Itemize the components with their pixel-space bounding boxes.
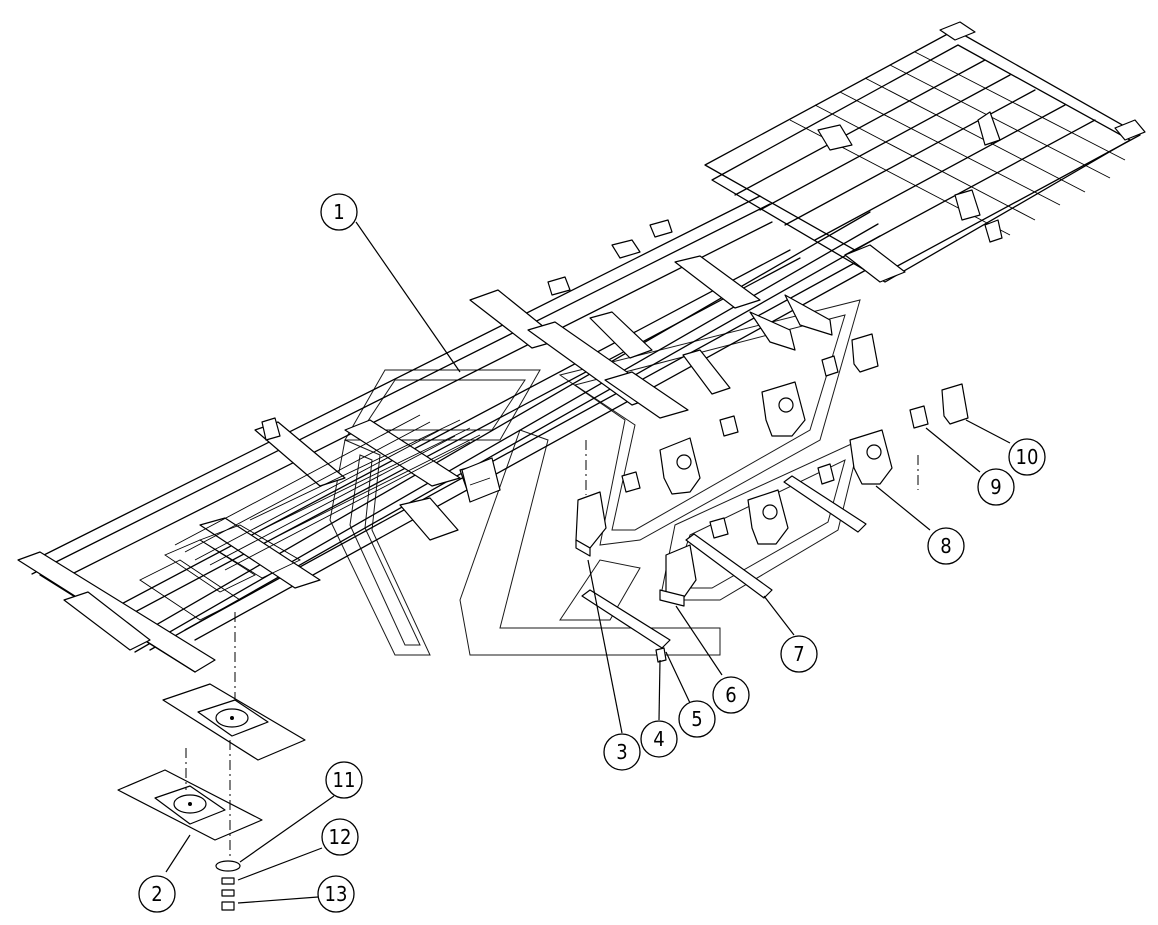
callout-3-label: 3 (616, 740, 627, 764)
callout-12-label: 12 (329, 825, 352, 849)
callout-4: 4 (640, 720, 678, 758)
callout-5: 5 (678, 700, 716, 738)
callout-4-label: 4 (653, 727, 664, 751)
callout-10-label: 10 (1016, 445, 1039, 469)
callout-2: 2 (138, 875, 176, 913)
hanger-lower (747, 489, 789, 545)
leader-7 (763, 595, 795, 636)
leader-10 (965, 419, 1011, 444)
callout-13: 13 (317, 875, 355, 913)
watermark-logo (329, 299, 861, 656)
leader-1 (355, 221, 461, 373)
callout-6: 6 (712, 676, 750, 714)
leader-8 (875, 485, 931, 531)
suspension-parts (575, 333, 969, 663)
callout-1: 1 (320, 193, 358, 231)
callout-3: 3 (603, 733, 641, 771)
alignment-lines (185, 440, 919, 860)
callout-9: 9 (977, 468, 1015, 506)
fastener-stack (215, 860, 241, 911)
leader-12 (237, 847, 323, 881)
leader-lines (165, 221, 1011, 904)
leader-9 (925, 427, 981, 473)
callout-7-label: 7 (793, 642, 804, 666)
callout-9-label: 9 (990, 475, 1001, 499)
callout-10: 10 (1008, 438, 1046, 476)
leader-11 (239, 795, 335, 863)
leader-13 (237, 896, 319, 904)
leader-4 (658, 659, 661, 721)
callout-8: 8 (927, 527, 965, 565)
hanger-right (849, 429, 893, 485)
leader-6 (675, 605, 723, 676)
hanger-left (659, 437, 701, 495)
callout-12: 12 (321, 818, 359, 856)
callout-13-label: 13 (325, 882, 348, 906)
callout-7: 7 (780, 635, 818, 673)
callout-5-label: 5 (691, 707, 702, 731)
hanger-mid (761, 381, 806, 437)
base-plates (117, 683, 306, 841)
leader-3 (587, 559, 623, 734)
leader-5 (665, 651, 691, 704)
callout-8-label: 8 (940, 534, 951, 558)
callout-11-label: 11 (333, 768, 356, 792)
leader-2 (165, 834, 191, 873)
callout-11: 11 (325, 761, 363, 799)
callout-1-label: 1 (333, 200, 344, 224)
main-frame (17, 21, 1146, 673)
callout-2-label: 2 (151, 882, 162, 906)
callout-6-label: 6 (725, 683, 736, 707)
